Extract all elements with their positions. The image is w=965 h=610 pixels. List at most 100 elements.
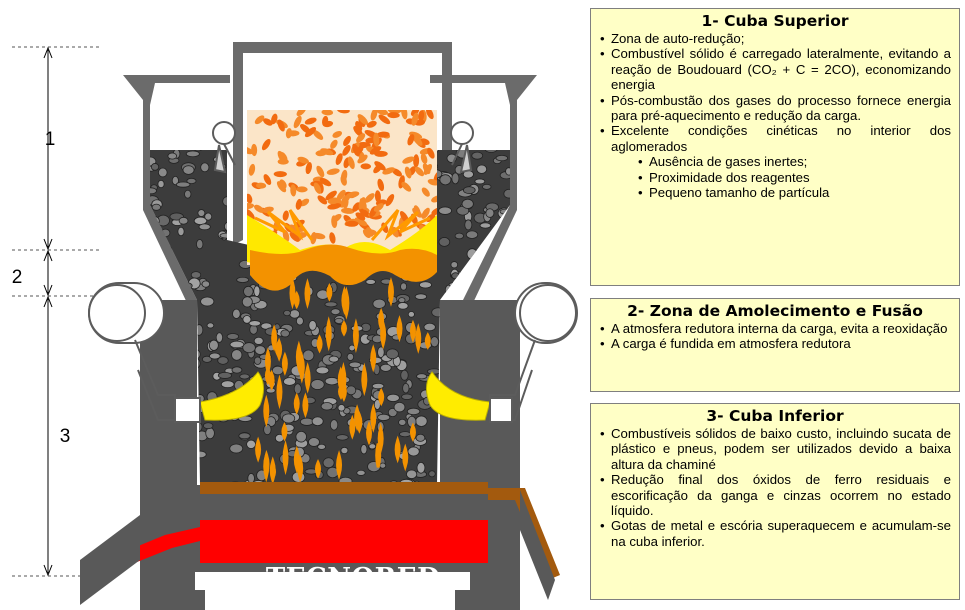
coal-lump <box>345 385 357 396</box>
bullet: Excelente condições cinéticas no interio… <box>600 123 951 154</box>
ore-pellet <box>401 110 408 120</box>
coal-lump <box>308 437 320 447</box>
ore-pellet <box>426 110 434 120</box>
coal-lump <box>386 393 400 402</box>
tuyere-flame-left <box>199 371 264 421</box>
ore-pellet <box>364 193 375 203</box>
coal-lump <box>153 135 166 145</box>
ore-pellet <box>420 153 428 165</box>
coal-lump <box>182 165 195 175</box>
molten-drip <box>281 351 288 376</box>
ore-pellet <box>354 217 368 227</box>
coal-lump <box>485 208 495 218</box>
molten-drip <box>375 443 382 468</box>
panel-softening-melting-zone: 2- Zona de Amolecimento e Fusão A atmosf… <box>590 298 960 392</box>
coal-lump <box>446 289 456 296</box>
coal-lump <box>346 352 355 361</box>
bullet: Pós-combustão dos gases do processo forn… <box>600 93 951 124</box>
coal-lump <box>423 322 436 332</box>
ore-pellet <box>319 177 332 187</box>
ore-pellet <box>331 215 338 229</box>
ore-pellet <box>370 110 378 121</box>
coal-lump <box>242 342 256 354</box>
coal-lump <box>486 137 493 144</box>
coal-lump <box>202 422 214 430</box>
coal-lump <box>302 349 315 362</box>
coal-lump <box>414 293 428 300</box>
molten-drip <box>289 276 296 310</box>
coal-lump <box>158 167 168 178</box>
ore-pellet <box>340 169 348 183</box>
coal-lump <box>398 297 406 304</box>
ore-pellet <box>357 114 369 125</box>
coal-lump <box>407 446 420 457</box>
ore-pellet <box>357 154 368 164</box>
coal-lump <box>500 262 509 272</box>
coal-lump <box>336 434 349 441</box>
coal-lump <box>371 382 385 390</box>
coal-lump <box>356 469 366 476</box>
ore-pellet <box>279 151 288 163</box>
ore-pellet <box>360 163 372 170</box>
coal-lump <box>428 470 436 478</box>
slag-layer <box>200 482 488 494</box>
coal-lump <box>295 430 307 443</box>
coal-lump <box>450 261 459 269</box>
coal-lump <box>471 151 484 160</box>
ore-pellet <box>427 178 437 186</box>
coal-lump <box>150 163 160 171</box>
coal-lump <box>372 298 386 309</box>
coal-lump <box>219 232 234 239</box>
ore-pellet <box>353 126 363 137</box>
ore-pellet <box>346 191 360 199</box>
coal-lump <box>482 183 492 190</box>
zone-label-2: 2 <box>12 267 23 288</box>
coal-lump <box>416 462 426 474</box>
ore-pellet <box>414 166 425 177</box>
brand-label: TECNORED <box>265 563 441 593</box>
coal-lump <box>247 473 255 484</box>
coal-lump <box>295 316 304 326</box>
panel-title: 2- Zona de Amolecimento e Fusão <box>627 302 923 320</box>
molten-drip <box>341 285 348 315</box>
ore-pellet <box>341 207 355 214</box>
coal-lump <box>190 271 202 279</box>
ore-pellet <box>327 203 342 210</box>
coal-lump <box>340 446 349 455</box>
coal-lump <box>204 212 213 221</box>
tuyere-flame-right <box>426 371 491 421</box>
ore-pellet <box>355 212 366 221</box>
coal-lump <box>177 226 185 237</box>
ore-pellet <box>342 145 351 156</box>
ore-pellet <box>374 190 381 203</box>
flame-tongues <box>254 209 431 241</box>
ore-pellet <box>373 132 380 147</box>
ore-pellet <box>295 198 302 210</box>
coal-lump <box>253 356 262 365</box>
molten-drip <box>293 290 300 310</box>
molten-drips <box>255 276 431 485</box>
ore-pellet <box>286 130 300 137</box>
ore-pellet <box>297 156 309 164</box>
molten-drip <box>409 422 416 442</box>
molten-drip <box>298 351 305 384</box>
molten-drip <box>340 361 347 397</box>
ore-pellet <box>373 203 384 212</box>
zone-scale <box>12 46 100 577</box>
coal-lump <box>157 179 165 189</box>
coal-lump <box>337 404 346 412</box>
ore-pellet <box>335 153 343 165</box>
ore-pellet <box>313 182 322 194</box>
ore-pellet <box>378 114 391 125</box>
coal-lump <box>217 371 232 379</box>
coal-lump <box>484 150 498 153</box>
coal-lump <box>205 427 215 440</box>
coal-lump <box>280 329 290 338</box>
coal-lump <box>200 296 215 307</box>
molten-drip <box>255 436 262 463</box>
coal-lump <box>248 320 262 327</box>
coal-lump <box>401 393 413 400</box>
ore-pellet <box>330 139 338 149</box>
ore-pellet <box>316 165 325 178</box>
coal-lump <box>271 365 284 376</box>
